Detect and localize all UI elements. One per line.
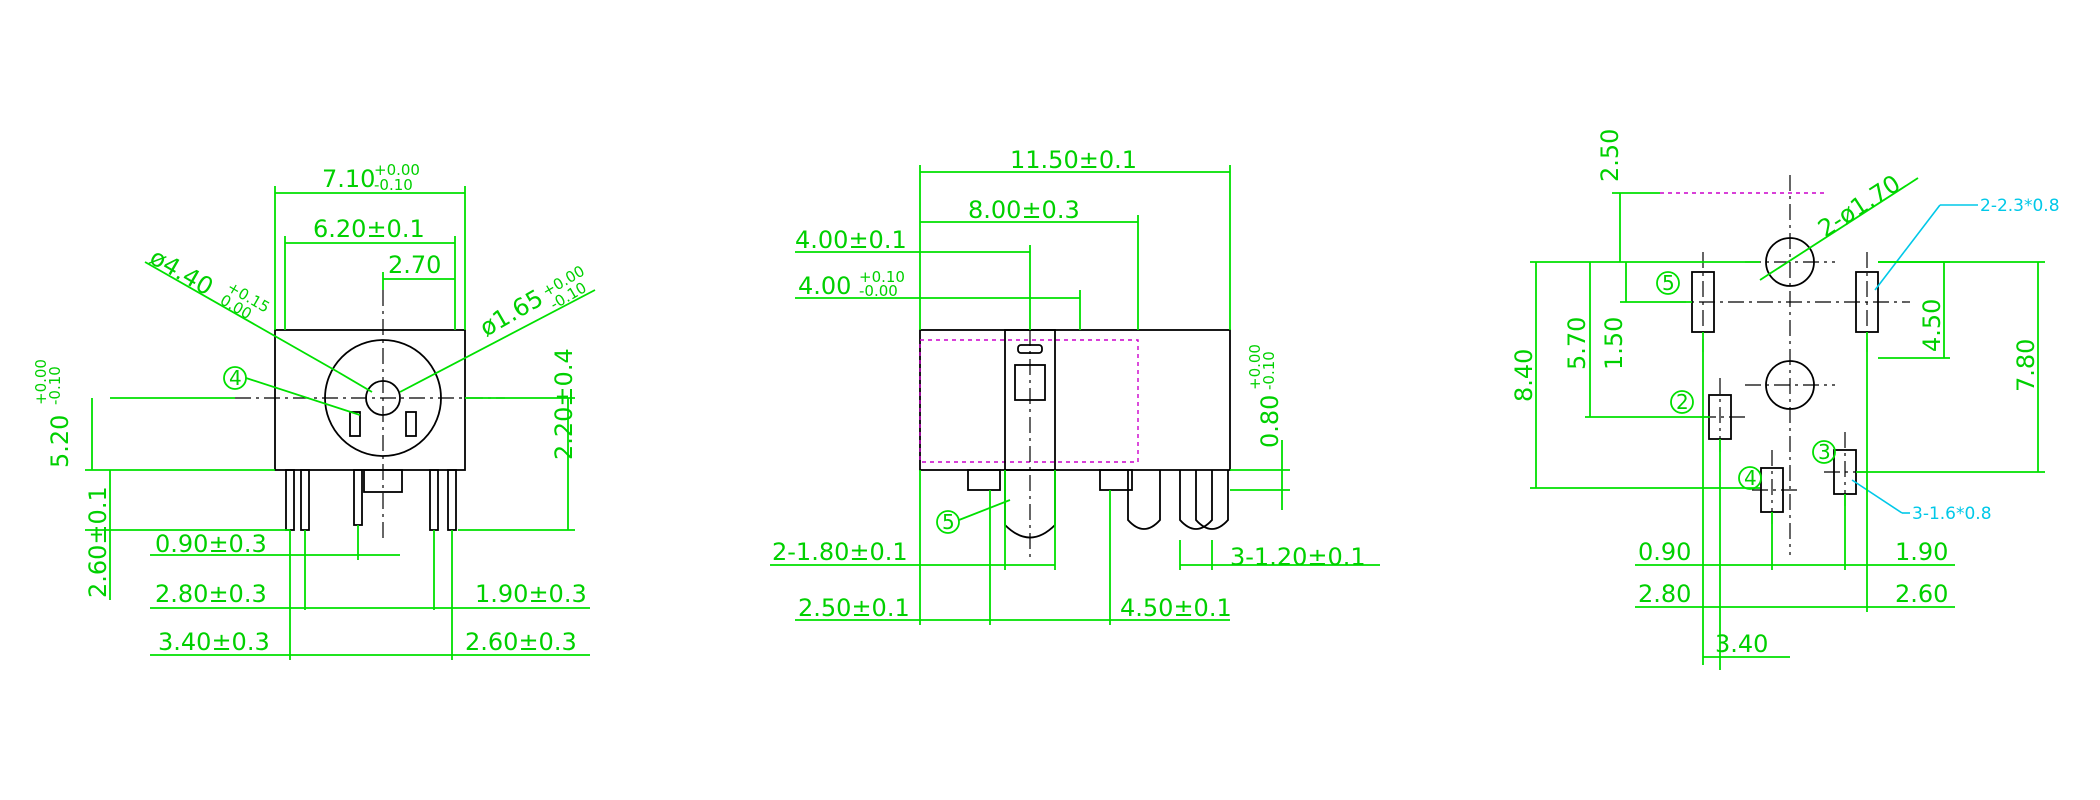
front-width-tol-lower: -0.10 <box>374 176 413 194</box>
footprint-x-280: 2.80 <box>1638 580 1691 608</box>
front-pin <box>285 469 295 531</box>
footprint-slot5-callout: 2-2.3*0.8 <box>1980 196 2060 216</box>
footprint-hole <box>1765 360 1815 410</box>
dimension-line <box>245 377 361 416</box>
dimension-line <box>399 289 596 393</box>
side-body-outline <box>919 329 1231 471</box>
side-standoff-tol-upper: +0.00 <box>1246 344 1264 390</box>
side-standoff-label: 0.80 <box>1256 395 1284 448</box>
side-pin-small <box>1179 470 1213 530</box>
pin-spacing-1: 0.90±0.3 <box>155 530 267 558</box>
footprint-slots-callout: 3-1.6*0.8 <box>1912 504 1992 524</box>
dimension-line <box>1851 479 1903 514</box>
side-offset1-label: 4.00±0.1 <box>795 226 907 254</box>
pin-spacing-2: 2.80±0.3 <box>155 580 267 608</box>
footprint-total-height: 8.40 <box>1510 349 1538 402</box>
side-marker-5: 5 <box>942 510 955 534</box>
side-offset2-tol-upper: +0.10 <box>859 268 905 286</box>
footprint-marker-2: 2 <box>1676 390 1689 414</box>
side-marker-circle <box>936 510 960 534</box>
front-pin <box>353 469 363 526</box>
front-pin <box>447 469 457 531</box>
front-pin <box>429 469 439 531</box>
pin-spacing-5: 2.60±0.3 <box>465 628 577 656</box>
front-pin <box>300 469 310 531</box>
footprint-height-2: 5.70 <box>1563 317 1591 370</box>
front-bore-diameter-label: ø4.40 <box>145 243 218 301</box>
side-length-label: 11.50±0.1 <box>1010 146 1137 174</box>
side-foot <box>1099 469 1133 491</box>
footprint-marker-4: 4 <box>1744 466 1757 490</box>
footprint-hole <box>1765 237 1815 287</box>
footprint-height-right: 7.80 <box>2012 339 2040 392</box>
front-height-label: 5.20 <box>46 415 74 468</box>
front-body-outline <box>274 329 466 471</box>
front-contact-left <box>349 411 361 437</box>
dimension-line <box>1759 177 1919 281</box>
side-pin-width-3: 3-1.20±0.1 <box>1230 543 1366 571</box>
marker-circle <box>1670 390 1694 414</box>
side-view: 11.50±0.1 8.00±0.3 4.00±0.1 4.00 +0.10 -… <box>770 146 1380 625</box>
front-center-offset-label: 2.70 <box>388 251 441 279</box>
front-pins <box>285 469 457 531</box>
pin-spacing-3: 3.40±0.3 <box>158 628 270 656</box>
marker-circle <box>1738 466 1762 490</box>
side-offset2-label: 4.00 <box>798 272 851 300</box>
dimension-line <box>1874 204 1941 291</box>
dimension-line <box>144 261 339 373</box>
marker-circle <box>1812 440 1836 464</box>
front-view: 7.10 +0.00 -0.10 6.20±0.1 2.70 ø4.40 +0.… <box>32 161 596 660</box>
side-pin-small <box>1195 470 1229 530</box>
front-width-label: 7.10 <box>322 165 375 193</box>
footprint-marker-3: 3 <box>1818 440 1831 464</box>
front-height-tol-lower: -0.10 <box>46 366 64 405</box>
footprint-height-3: 1.50 <box>1600 317 1628 370</box>
footprint-marker-5: 5 <box>1662 271 1675 295</box>
side-foot <box>967 469 1001 491</box>
footprint-hole-diameter: 2-ø1.70 <box>1813 169 1905 243</box>
side-pin-pos-2: 4.50±0.1 <box>1120 594 1232 622</box>
side-depth-label: 8.00±0.3 <box>968 196 1080 224</box>
footprint-x-090: 0.90 <box>1638 538 1691 566</box>
front-pin-center <box>363 469 403 493</box>
marker-circle <box>1656 271 1680 295</box>
side-standoff-tol-lower: -0.10 <box>1260 351 1278 390</box>
side-pin-pos-1: 2.50±0.1 <box>798 594 910 622</box>
side-hidden-outline <box>919 339 1139 463</box>
side-pin-width-2: 2-1.80±0.1 <box>772 538 908 566</box>
front-body-width-label: 6.20±0.1 <box>313 215 425 243</box>
footprint-slot-spacing: 4.50 <box>1918 299 1946 352</box>
front-height-tol-upper: +0.00 <box>32 359 50 405</box>
front-center-bottom-label: 2.20±0.4 <box>550 348 578 460</box>
side-offset2-tol-lower: -0.00 <box>859 282 898 300</box>
front-contact-right <box>405 411 417 437</box>
front-pin-length-label: 2.60±0.1 <box>84 486 112 598</box>
dimension-line <box>337 371 373 393</box>
footprint-x-340: 3.40 <box>1715 630 1768 658</box>
footprint-top-offset: 2.50 <box>1596 129 1624 182</box>
footprint-x-190: 1.90 <box>1895 538 1948 566</box>
front-marker-4: 4 <box>229 366 242 390</box>
side-pin-small <box>1127 470 1161 530</box>
footprint-x-260: 2.60 <box>1895 580 1948 608</box>
pin-spacing-4: 1.90±0.3 <box>475 580 587 608</box>
pcb-footprint: 5 2 4 3 2-ø1.70 2-2.3*0.8 3-1.6*0.8 2.50… <box>1510 129 2060 670</box>
front-width-tol-upper: +0.00 <box>374 161 420 179</box>
dimension-line <box>958 499 1011 521</box>
